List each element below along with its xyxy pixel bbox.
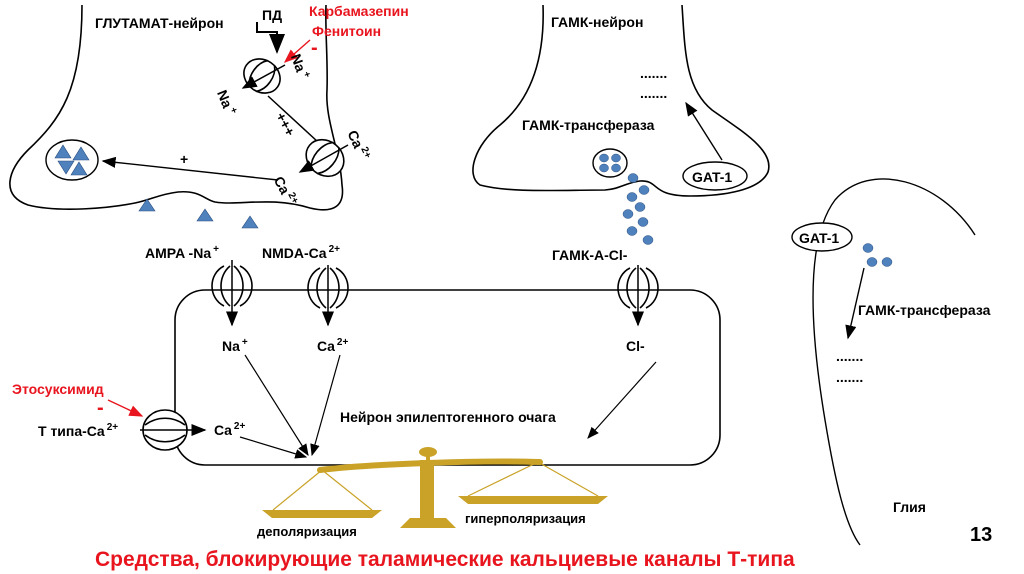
focus-neuron-label: Нейрон эпилептогенного очага: [340, 409, 556, 425]
gaba-transferase-glia-label: ГАМК-трансфераза: [858, 302, 991, 318]
gat1-transporter-top: [682, 161, 748, 191]
ellipsis-2: .......: [640, 85, 668, 101]
gaba-molecules: [622, 173, 654, 245]
page-number: 13: [970, 524, 993, 546]
inhibition-sign-top: -: [311, 37, 318, 59]
gaba-a-channel-icon: [617, 267, 659, 309]
balance-scale-icon: [262, 447, 608, 528]
ampa-label: AMPA -Na+: [145, 244, 219, 261]
depolarization-label: деполяризация: [257, 524, 357, 539]
na-channel-icon: [243, 58, 281, 94]
ellipsis-4: .......: [836, 369, 864, 385]
gaba-transferase-label: ГАМК-трансфераза: [522, 117, 655, 133]
gat1-transporter-glia: [791, 222, 853, 252]
na-inside-label: Na+: [222, 337, 248, 354]
glutamate-molecule: [241, 215, 259, 229]
gat1-label-glia: GAT-1: [799, 230, 840, 246]
gat1-label-top: GAT-1: [692, 169, 733, 185]
glutamate-vesicle: [45, 139, 99, 181]
glutamate-molecule: [196, 208, 214, 222]
phenytoin-label: Фенитоин: [312, 23, 382, 39]
carbamazepine-label: Карбамазепин: [309, 3, 409, 19]
glutamate-neuron-label: ГЛУТАМАТ-нейрон: [95, 15, 224, 31]
slide-caption: Средства, блокирующие таламические кальц…: [95, 548, 795, 571]
cl-inside-label: Cl-: [626, 338, 645, 354]
action-potential-arrow: [256, 22, 285, 54]
gaba-a-label: ГАМК-А-Cl-: [552, 247, 628, 263]
gaba-neuron-outline: [472, 4, 770, 197]
hyperpolarization-label: гиперполяризация: [465, 511, 586, 526]
glia-label: Глия: [893, 499, 926, 515]
ethosuximide-label: Этосуксимид: [12, 381, 104, 397]
glutamate-molecule: [138, 198, 156, 212]
ellipsis-1: .......: [640, 65, 668, 81]
nmda-channel-icon: [307, 267, 349, 309]
gaba-vesicle: [592, 148, 628, 178]
plus-sign-label: +: [180, 151, 189, 167]
glia-outline: [812, 178, 976, 546]
ellipsis-3: .......: [836, 348, 864, 364]
action-potential-label: ПД: [262, 7, 283, 23]
ampa-channel-icon: [211, 265, 253, 307]
glutamate-neuron-outline: [9, 4, 344, 211]
gaba-neuron-label: ГАМК-нейрон: [551, 14, 644, 30]
glia-gaba-molecules: [862, 243, 893, 267]
inhibition-sign-left: -: [97, 397, 104, 419]
